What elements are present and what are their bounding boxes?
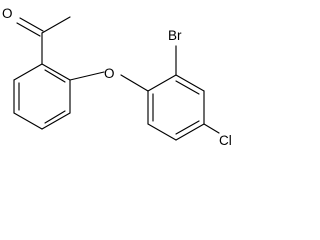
left-ring-bond-1 [41, 63, 71, 81]
chlorine-label: Cl [219, 133, 232, 148]
substituents [175, 45, 220, 134]
right-benzene-ring [147, 74, 205, 141]
acetyl-group [16, 16, 71, 65]
left-ring-double-1 [44, 69, 66, 83]
right-ring-double-1 [175, 80, 200, 95]
bromine-label: Br [168, 28, 182, 43]
right-ring-bond-1 [147, 74, 177, 92]
left-ring-bond-3 [41, 112, 71, 130]
left-ring-bond-4 [13, 112, 43, 130]
chlorine-bond [203, 123, 220, 134]
left-benzene-ring [13, 63, 71, 130]
carbonyl-double-bond-b [16, 22, 41, 37]
right-ring-double-2 [175, 120, 200, 135]
right-ring-bond-5 [147, 123, 177, 141]
right-ring-bond-2 [175, 74, 205, 92]
ether-bond-left [69, 71, 105, 81]
carbonyl-oxygen-label: O [2, 6, 13, 21]
ether-bond-right [120, 74, 149, 92]
ether-linkage [69, 71, 149, 92]
ether-oxygen-label: O [104, 66, 115, 81]
carbonyl-double-bond-a [19, 17, 44, 32]
right-ring-bond-4 [175, 123, 205, 141]
left-ring-bond-6 [13, 63, 43, 81]
structural-formula: O O Br Cl [2, 6, 232, 148]
left-ring-double-2 [44, 110, 66, 124]
methyl-bond [41, 16, 71, 34]
